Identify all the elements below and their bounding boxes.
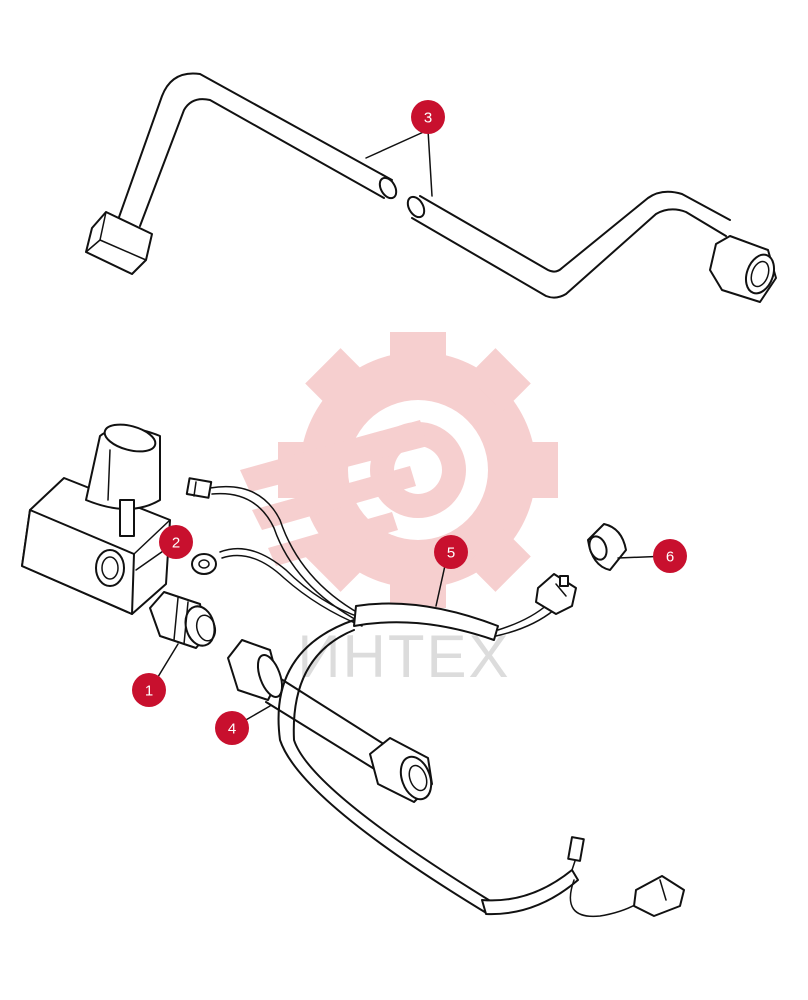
pipe-nut-right [709,235,777,303]
callout-1[interactable]: 1 [132,673,166,707]
harness-plug-right [535,573,577,615]
callout-4-label: 4 [228,721,236,738]
watermark-logo: ИНТЕХ [240,332,558,690]
wrench-icon [240,420,428,566]
pipe-part-3 [85,72,777,303]
callout-2[interactable]: 2 [159,525,193,559]
pipe-nut-left [85,211,153,275]
callout-2-label: 2 [172,535,180,552]
callout-6[interactable]: 6 [653,539,687,573]
callout-6-label: 6 [666,549,674,566]
tube-part-4 [227,639,433,803]
harness-plug-bottom [633,875,685,917]
callout-5-label: 5 [447,545,455,562]
callout-5[interactable]: 5 [434,535,468,569]
callout-3-label: 3 [424,110,432,127]
wiring-harness-part-5 [185,477,685,918]
callout-4[interactable]: 4 [215,711,249,745]
fitting-part-1 [149,591,217,691]
ring-terminal [191,553,217,575]
valve-body [21,423,171,615]
cap-part-6 [587,523,669,571]
callout-3[interactable]: 3 [411,100,445,134]
harness-connector-top [185,477,213,499]
callout-1-label: 1 [145,683,153,700]
